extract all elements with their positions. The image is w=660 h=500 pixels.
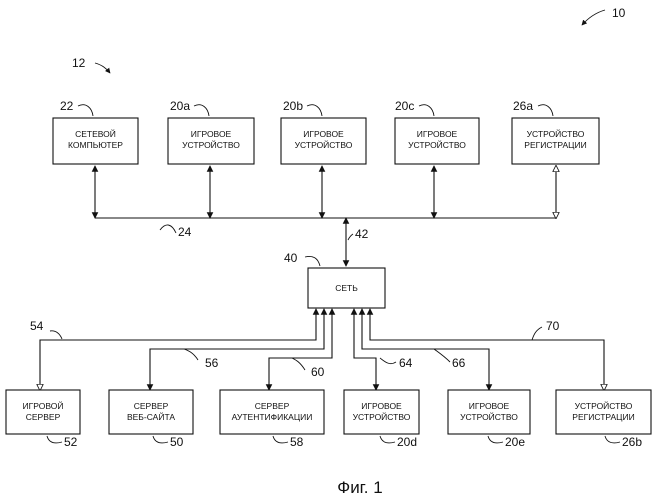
ref-58-leader <box>273 436 288 443</box>
ref-42-leader <box>348 234 353 240</box>
svg-text:ВЕБ-САЙТА: ВЕБ-САЙТА <box>127 411 175 422</box>
ref-20b-leader <box>307 105 322 116</box>
ref-52-leader <box>47 436 62 443</box>
ref-26b-leader <box>605 436 620 443</box>
ref-26a-label: 26a <box>513 99 533 113</box>
svg-text:УСТРОЙСТВО: УСТРОЙСТВО <box>408 139 466 150</box>
ref-66-label: 66 <box>452 356 466 370</box>
top-box-registration-device-26a: УСТРОЙСТВО РЕГИСТРАЦИИ <box>512 118 599 164</box>
ref-64-label: 64 <box>399 356 413 370</box>
svg-text:АУТЕНТИФИКАЦИИ: АУТЕНТИФИКАЦИИ <box>232 412 313 422</box>
svg-text:УСТРОЙСТВО: УСТРОЙСТВО <box>575 400 633 411</box>
top-box-gaming-device-20a: ИГРОВОЕ УСТРОЙСТВО <box>168 118 254 164</box>
ref-20a-label: 20a <box>170 99 190 113</box>
bottom-box-game-server: ИГРОВОЙ СЕРВЕР <box>6 390 80 434</box>
ref-64-leader <box>380 358 396 364</box>
svg-text:СЕРВЕР: СЕРВЕР <box>26 412 61 422</box>
ref-70-label: 70 <box>546 319 560 333</box>
wire-66 <box>362 309 489 390</box>
svg-text:РЕГИСТРАЦИИ: РЕГИСТРАЦИИ <box>524 140 586 150</box>
ref-56-leader <box>184 349 198 360</box>
top-box-gaming-device-20b: ИГРОВОЕ УСТРОЙСТВО <box>281 118 366 164</box>
ref-52-label: 52 <box>64 435 78 449</box>
figure-caption: Фиг. 1 <box>337 478 382 497</box>
svg-text:СЕТЕВОЙ: СЕТЕВОЙ <box>75 128 116 139</box>
bottom-box-website-server: СЕРВЕР ВЕБ-САЙТА <box>109 390 193 434</box>
ref-40-label: 40 <box>284 251 298 265</box>
ref-60-leader <box>292 358 305 370</box>
ref-24-leader <box>160 225 176 233</box>
top-box-network-computer: СЕТЕВОЙ КОМПЬЮТЕР <box>53 118 138 164</box>
network-box: СЕТЬ <box>308 268 385 308</box>
ref-40-leader <box>305 256 320 266</box>
ref-10-arrow <box>582 10 605 25</box>
ref-26a-leader <box>538 105 553 116</box>
svg-text:КОМПЬЮТЕР: КОМПЬЮТЕР <box>68 140 123 150</box>
ref-66-leader <box>434 349 450 362</box>
ref-56-label: 56 <box>205 356 219 370</box>
ref-54-label: 54 <box>30 319 44 333</box>
svg-text:УСТРОЙСТВО: УСТРОЙСТВО <box>460 411 518 422</box>
ref-20d-label: 20d <box>397 435 417 449</box>
svg-text:ИГРОВОЕ: ИГРОВОЕ <box>417 129 458 139</box>
ref-20c-leader <box>419 105 434 116</box>
ref-12-label: 12 <box>72 56 86 70</box>
ref-70-leader <box>532 327 542 340</box>
ref-12-arrow <box>95 63 110 73</box>
ref-20c-label: 20c <box>395 99 414 113</box>
ref-54-leader <box>50 331 62 339</box>
svg-text:ИГРОВОЕ: ИГРОВОЕ <box>469 401 510 411</box>
svg-text:СЕРВЕР: СЕРВЕР <box>134 401 169 411</box>
svg-text:ИГРОВОЕ: ИГРОВОЕ <box>191 129 232 139</box>
svg-text:УСТРОЙСТВО: УСТРОЙСТВО <box>182 139 240 150</box>
svg-text:РЕГИСТРАЦИИ: РЕГИСТРАЦИИ <box>572 412 634 422</box>
bottom-box-gaming-device-20d: ИГРОВОЕ УСТРОЙСТВО <box>344 390 419 434</box>
ref-50-label: 50 <box>170 435 184 449</box>
ref-24-label: 24 <box>178 225 192 239</box>
ref-42-label: 42 <box>355 227 369 241</box>
ref-10-label: 10 <box>612 6 626 20</box>
svg-text:УСТРОЙСТВО: УСТРОЙСТВО <box>295 139 353 150</box>
ref-60-label: 60 <box>311 365 325 379</box>
bottom-box-gaming-device-20e: ИГРОВОЕ УСТРОЙСТВО <box>448 390 530 434</box>
ref-20a-leader <box>194 105 209 116</box>
svg-text:СЕТЬ: СЕТЬ <box>335 283 358 293</box>
svg-text:ИГРОВОЙ: ИГРОВОЙ <box>23 400 64 411</box>
svg-text:ИГРОВОЕ: ИГРОВОЕ <box>361 401 402 411</box>
svg-text:УСТРОЙСТВО: УСТРОЙСТВО <box>353 411 411 422</box>
ref-58-label: 58 <box>290 435 304 449</box>
ref-20e-leader <box>488 436 503 443</box>
ref-22-label: 22 <box>60 99 74 113</box>
ref-20b-label: 20b <box>283 99 303 113</box>
ref-20d-leader <box>380 436 395 443</box>
svg-text:ИГРОВОЕ: ИГРОВОЕ <box>303 129 344 139</box>
top-box-gaming-device-20c: ИГРОВОЕ УСТРОЙСТВО <box>395 118 479 164</box>
ref-20e-label: 20e <box>505 435 525 449</box>
bottom-box-authentication-server: СЕРВЕР АУТЕНТИФИКАЦИИ <box>220 390 324 434</box>
ref-50-leader <box>153 436 168 443</box>
wire-56 <box>150 309 324 390</box>
ref-22-leader <box>78 105 93 116</box>
ref-26b-label: 26b <box>622 435 642 449</box>
svg-text:СЕРВЕР: СЕРВЕР <box>255 401 290 411</box>
svg-text:УСТРОЙСТВО: УСТРОЙСТВО <box>527 128 585 139</box>
bottom-box-registration-device-26b: УСТРОЙСТВО РЕГИСТРАЦИИ <box>556 390 651 434</box>
